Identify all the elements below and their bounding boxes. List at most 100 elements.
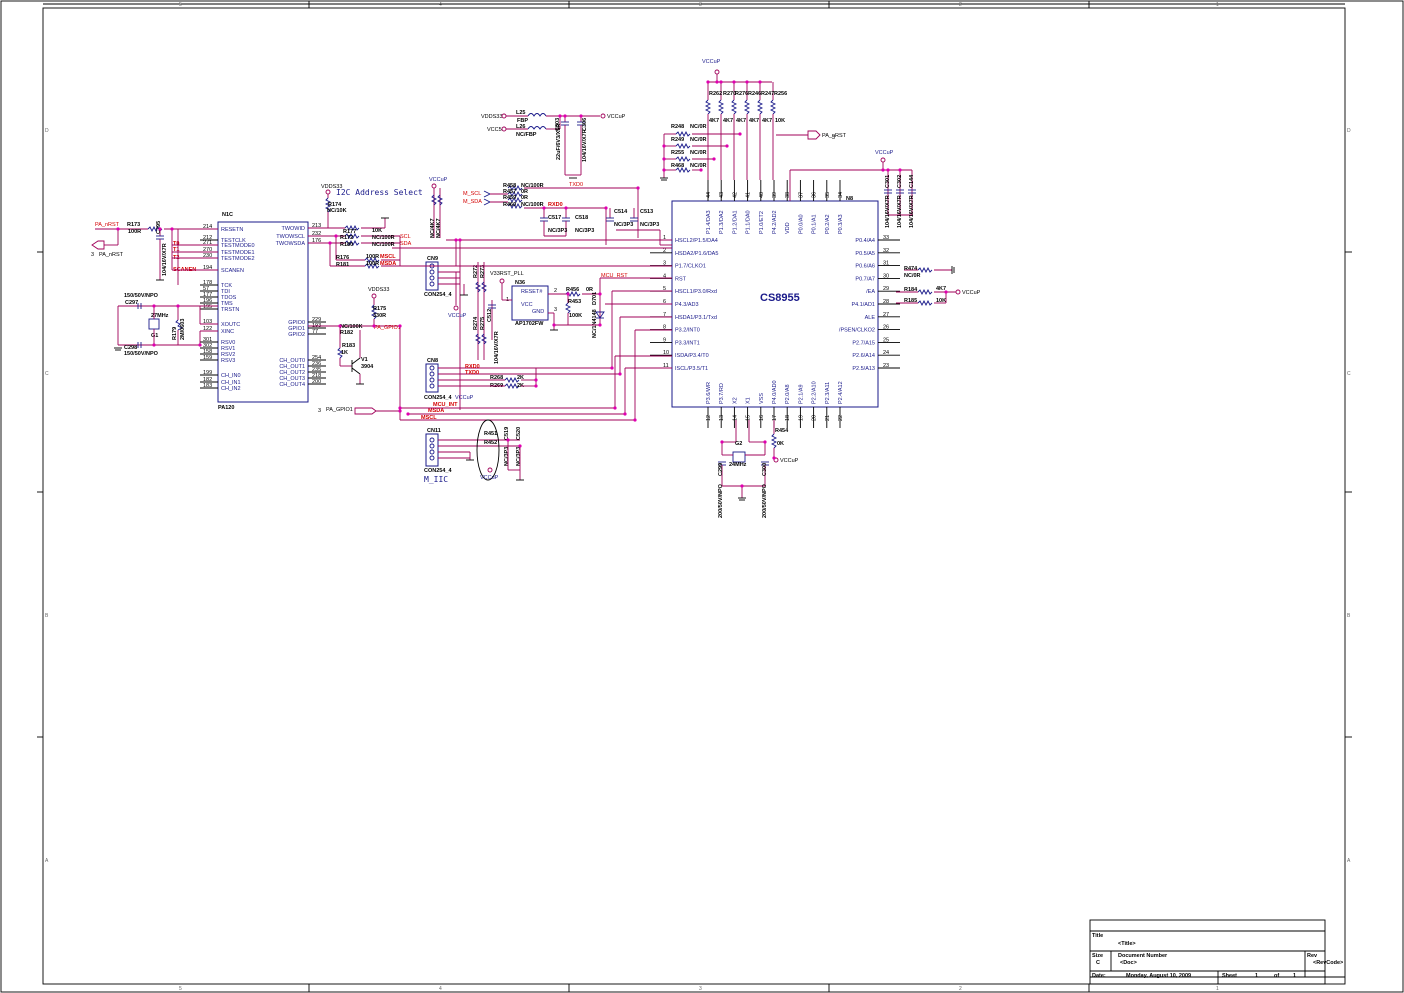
rev-value: <RevCode> [1313, 960, 1343, 966]
cap-label: 104/16V/X7R [909, 195, 915, 228]
cap-value: NC/3P3 [640, 222, 659, 228]
pin-number: 35 [825, 192, 831, 198]
resistor-ref: R474 [904, 266, 918, 272]
junction [372, 324, 376, 328]
pin-number: 230 [203, 253, 212, 259]
cap-ref: C302 [897, 175, 903, 188]
cap-value: NC/3P3 [548, 228, 567, 234]
inductor-ref: L25 [516, 110, 525, 116]
date-value: Monday, August 10, 2009 [1126, 973, 1191, 979]
net-label: MSCL [380, 254, 396, 260]
pin-name: TESTCLK [221, 238, 246, 244]
cap-ref: C301 [885, 175, 891, 188]
junction [662, 144, 666, 148]
reset-ic[interactable]: N36 RESET# VCC GND AP1702FW 2 1 3 [506, 280, 557, 327]
cap-ref: C518 [575, 215, 588, 221]
main-ic[interactable]: N8 CS8955 [671, 196, 879, 408]
of-label: of [1274, 973, 1279, 979]
pin-name: P3.7/RD [719, 383, 725, 404]
pa-reset: PA_nRST R173 100R 3 PA_nRST T0 T1 T2 SCA… [91, 221, 218, 285]
pin-name: VDD [785, 222, 791, 234]
junction [398, 409, 402, 413]
junction [732, 80, 736, 84]
net-label: VCCuP [962, 290, 981, 296]
resistor-value: 330R [373, 313, 386, 319]
col-label: 2 [959, 2, 962, 8]
resistor-ref: R183 [342, 343, 355, 349]
junction [623, 412, 627, 416]
pin-number: 183 [203, 383, 212, 389]
resistor-ref: R468 [671, 163, 684, 169]
pa-ic[interactable]: N1C PA120 [217, 212, 309, 411]
pin-name: X2 [732, 397, 738, 404]
pin-number: 158 [203, 349, 212, 355]
pin-number: 28 [883, 299, 889, 305]
col-label: 3 [699, 986, 702, 992]
pin-number: 212 [203, 235, 212, 241]
pin-number: 214 [203, 224, 212, 230]
junction [506, 438, 510, 442]
net-label: VCC5 [487, 127, 502, 133]
pin-name: HSDA2/P1.6/DA5 [675, 251, 718, 257]
pin-name: SCANEN [221, 268, 244, 274]
pin-number: 21 [825, 415, 831, 421]
pin-number: 11 [663, 363, 669, 369]
pin-name: P3.2/INT0 [675, 328, 700, 334]
resistor-value: 10K [936, 298, 946, 304]
connector-cn8: CN8 CON254_4 RXD0 TXD0 VCCuP R268 2K R26… [424, 358, 537, 401]
resistor-value: NC/0R [690, 137, 707, 143]
net-label: TXD0 [465, 370, 479, 376]
sda-scl-pullups: R272 R273 R274 R275 [473, 262, 488, 360]
resistor-value: NC/100R [372, 235, 395, 241]
pin-name: VSS [759, 393, 765, 404]
pin-name: CH_IN1 [221, 380, 241, 386]
net-label: MSCL [421, 415, 437, 421]
pin-number: 38 [785, 192, 791, 198]
pin-number: 200 [312, 379, 321, 385]
pin-name: ALE [865, 315, 876, 321]
junction [152, 304, 156, 308]
resistor-value: NC/100K [340, 324, 363, 330]
pin-name: TDI [221, 289, 230, 295]
resistor-ref: R255 [671, 150, 684, 156]
resistor-ref: R270 [723, 91, 736, 97]
pin-number: 5 [663, 286, 666, 292]
connector-ref: CN11 [427, 428, 441, 434]
resistor-ref: R460 [503, 202, 516, 208]
pin-number: 122 [203, 326, 212, 332]
pin-name: RST [675, 276, 687, 282]
cap-ref: C519 [504, 427, 510, 440]
resistor-value: 4K7 [723, 118, 733, 124]
cap-ref: C144 [909, 174, 915, 188]
resistor-value: NC/0R [904, 273, 921, 279]
pin-name: CH_OUT1 [279, 364, 305, 370]
pin-name: P2.1/A9 [798, 384, 804, 404]
pin-number: 22 [838, 415, 844, 421]
net-label: M_SCL [463, 191, 481, 197]
resistor-ref: R459 [503, 195, 516, 201]
cap-ref: C520 [516, 427, 522, 440]
pin-number: 236 [312, 361, 321, 367]
cap-value: NC/3P3 [516, 447, 522, 466]
svg-text:3: 3 [832, 135, 835, 141]
net-label: VCCuP [780, 458, 799, 464]
cap-ref: C300 [762, 463, 768, 476]
junction [720, 440, 724, 444]
resistor-ref: R172 [340, 235, 353, 241]
pin-name: CH_IN0 [221, 373, 241, 379]
pin-number: 33 [883, 235, 889, 241]
junction [116, 227, 120, 231]
cap-ref: C297 [125, 300, 138, 306]
row-label: C [45, 371, 49, 377]
net-label: VCCuP [480, 475, 499, 481]
row-label: D [45, 128, 49, 134]
junction [618, 372, 622, 376]
net-label: M_SDA [463, 199, 482, 205]
row-label: B [45, 613, 49, 619]
svg-text:3: 3 [318, 408, 321, 414]
pin-number: 44 [706, 192, 712, 198]
m-i2c-section: VCCuP NC/4K7 NC/4K7 M_SCL M_SDA R458 NC/… [429, 177, 672, 246]
row-label: A [1347, 858, 1351, 864]
junction [552, 323, 556, 327]
net-label: PA_nRST [99, 252, 124, 258]
